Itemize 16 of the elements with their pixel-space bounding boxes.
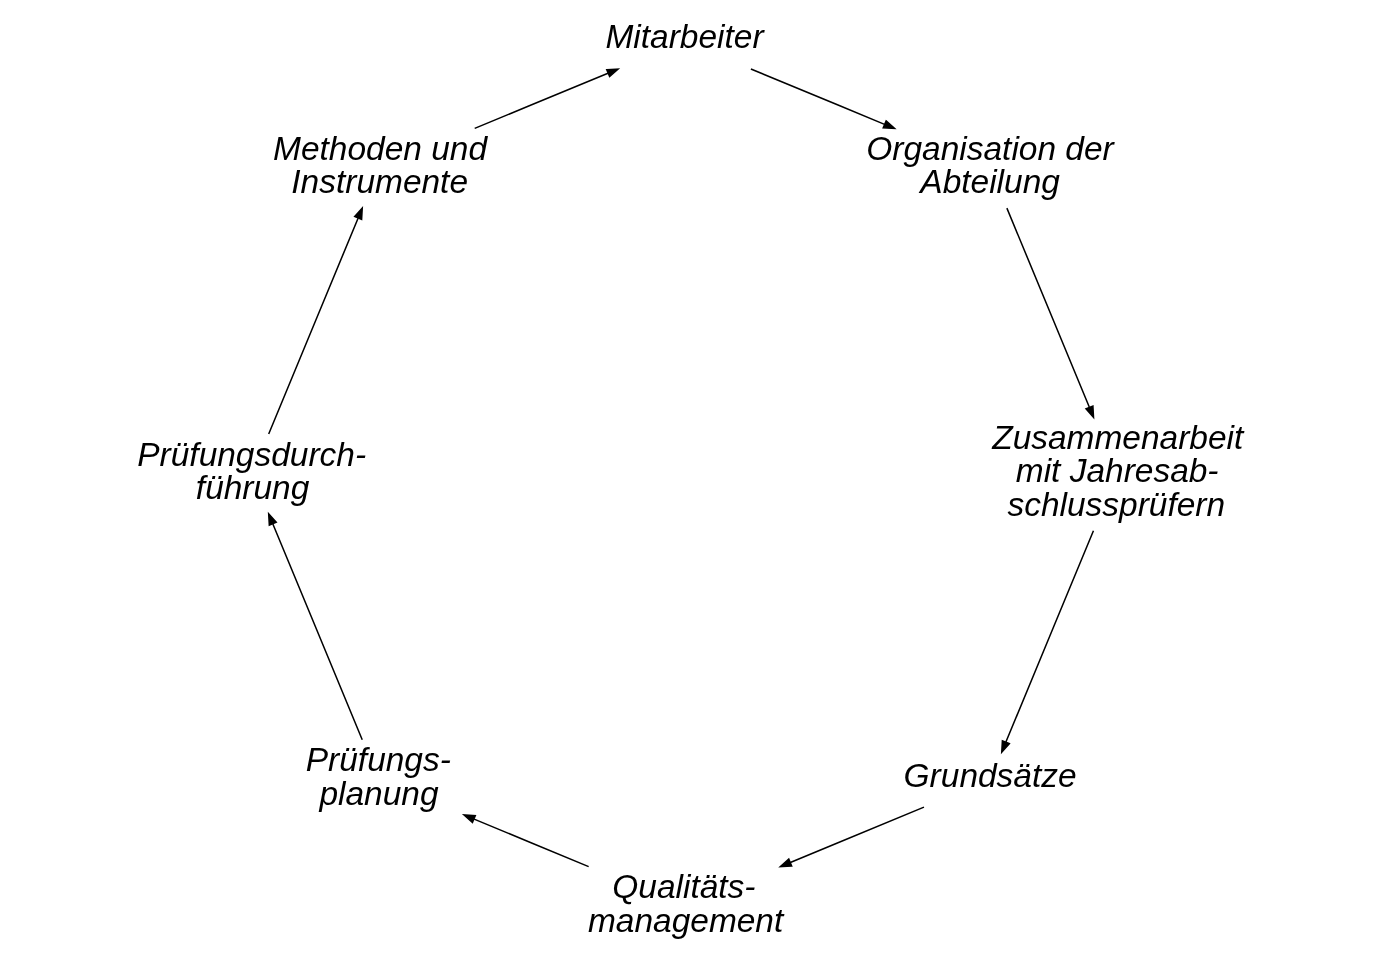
node-text: Organisation der Abteilung [865,129,1114,201]
node-text: Prüfungsdurch- führung [136,435,366,507]
arrow [1005,207,1094,420]
node-text: Zusammenarbeit mit Jahresab- schlussprüfern [991,418,1243,523]
node-text: Qualitäts- management [587,868,783,939]
arrow [267,511,363,741]
node-text: Grundsätze [903,756,1077,794]
arrow [777,806,925,868]
node-text: Prüfungs- planung [305,741,451,812]
arrow [749,68,897,130]
node-text: Mitarbeiter [604,18,764,56]
arrow [1000,529,1094,755]
node-text: Methoden und Instrumente [272,129,487,201]
arrow [473,68,620,130]
arrow [461,814,589,868]
arrow [267,206,363,435]
